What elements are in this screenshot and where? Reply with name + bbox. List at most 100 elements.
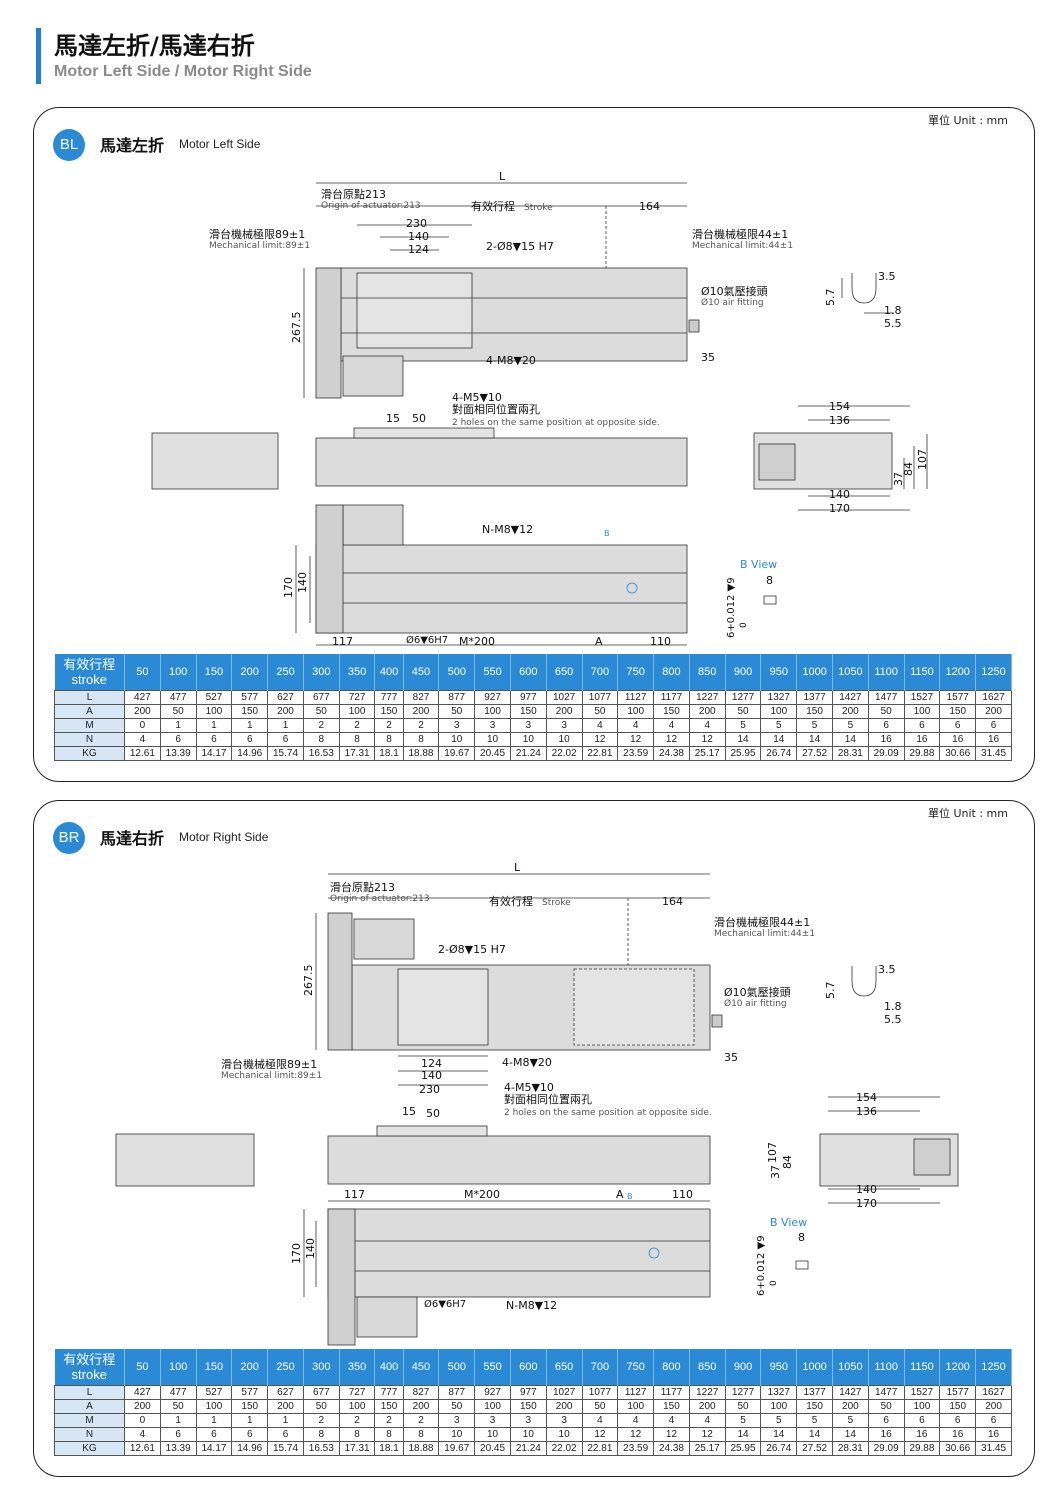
table-cell: 1027 [545,689,583,705]
dim-154: 154 [856,1091,877,1104]
table-cell: 200 [402,1398,440,1414]
dim-37: 37 [892,472,905,486]
dim-170: 170 [829,502,850,515]
table-cell: 6 [195,1427,233,1443]
table-cell: 200 [267,1398,304,1414]
b-mark: B [604,529,610,538]
table-cell: 6 [231,732,269,748]
stroke-col-header: 650 [546,1349,583,1385]
stroke-col-header: 1150 [904,1349,941,1385]
table-cell: 627 [267,689,304,705]
table-cell: 12.61 [124,746,161,762]
slider-plate [356,272,473,349]
table-cell: 28.31 [831,746,869,762]
table-cell: 8 [302,732,340,748]
dim-136: 136 [856,1105,877,1118]
table-cell: 627 [267,1384,304,1400]
stroke-col-header: 400 [374,1349,404,1385]
table-cell: 12 [617,1427,655,1443]
table-cell: 150 [653,703,690,719]
stroke-cn: 有效行程 [489,894,533,908]
dim-3-5: 3.5 [878,963,896,976]
n-m8-holes: N-M8▼12 [506,1299,557,1312]
table-cell: 12 [653,1427,690,1443]
table-cell: 6 [975,1412,1012,1429]
origin-en: Origin of actuator:213 [321,201,421,211]
table-cell: 6 [939,717,977,734]
stroke-col-header: 150 [196,654,233,690]
table-cell: 10 [474,1427,511,1443]
row-label: KG [54,746,125,762]
stroke-en: Stroke [542,898,571,908]
stroke-col-header: 100 [160,1349,197,1385]
table-cell: 4 [688,717,726,734]
air-fitting-en: Ø10 air fitting [701,297,764,308]
table-cell: 0 [124,717,161,734]
table-cell: 22.81 [581,746,619,762]
table-cell: 15.74 [267,1441,304,1457]
table-cell: 6 [231,1427,269,1443]
origin-cn: 滑台原點213 [321,187,386,201]
dim-117: 117 [344,1188,365,1201]
b-hole [648,1247,660,1259]
table-cell: 2 [402,1412,440,1429]
table-cell: 150 [939,703,977,719]
stroke-col-header: 900 [725,1349,762,1385]
table-cell: 8 [338,732,376,748]
table-cell: 100 [617,1398,655,1414]
table-cell: 100 [760,703,798,719]
table-cell: 14 [760,1427,798,1443]
dim-84: 84 [781,1155,794,1169]
pin-6: Ø6▼6H7 [406,634,448,646]
table-cell: 1077 [581,1384,619,1400]
table-cell: 4 [617,717,655,734]
table-cell: 1 [231,717,269,734]
table-cell: 23.59 [617,1441,655,1457]
dim-35: 35 [701,351,715,364]
table-cell: 22.81 [581,1441,619,1457]
table-cell: 10 [545,1427,583,1443]
b-view-title: B View [770,1216,807,1229]
table-cell: 427 [124,689,161,705]
stroke-col-header: 1200 [939,1349,977,1385]
table-cell: 6 [159,732,197,748]
table-cell: 16 [975,1427,1012,1443]
table-cell: 1 [195,1412,233,1429]
table-cell: 200 [975,703,1012,719]
table-cell: 29.09 [867,1441,905,1457]
section-badge: BR [53,822,85,854]
table-cell: 727 [338,689,376,705]
unit-label: 單位 Unit : mm [927,807,1008,820]
table-cell: 777 [374,689,404,705]
table-cell: 827 [402,1384,440,1400]
table-cell: 1 [159,717,197,734]
table-cell: 3 [474,1412,511,1429]
table-cell: 1027 [545,1384,583,1400]
table-cell: 8 [402,1427,440,1443]
dim-15: 15 [402,1105,416,1118]
dim-50: 50 [426,1107,440,1120]
table-cell: 1227 [688,1384,726,1400]
table-cell: 477 [159,1384,197,1400]
dim-8: 8 [798,1231,805,1244]
stroke-col-header: 600 [510,1349,547,1385]
dim-267: 267.5 [290,312,303,344]
stroke-col-header: 550 [474,1349,511,1385]
unit-label: 單位 Unit : mm [927,114,1008,127]
table-cell: 18.1 [374,746,404,762]
stroke-col-header: 900 [725,654,762,690]
table-cell: 877 [438,689,476,705]
table-cell: 4 [653,717,690,734]
air-fitting-cn: Ø10氣壓接頭 [724,985,791,999]
table-cell: 6 [903,1412,941,1429]
table-cell: 17.31 [338,746,376,762]
table-cell: 1177 [653,689,690,705]
pin-holes: 2-Ø8▼15 H7 [438,943,506,956]
section-badge: BL [53,129,85,161]
table-cell: 1127 [617,689,655,705]
table-cell: 25.95 [724,1441,762,1457]
mech-left-en: Mechanical limit:89±1 [209,241,310,251]
air-fitting-cn: Ø10氣壓接頭 [701,284,768,298]
